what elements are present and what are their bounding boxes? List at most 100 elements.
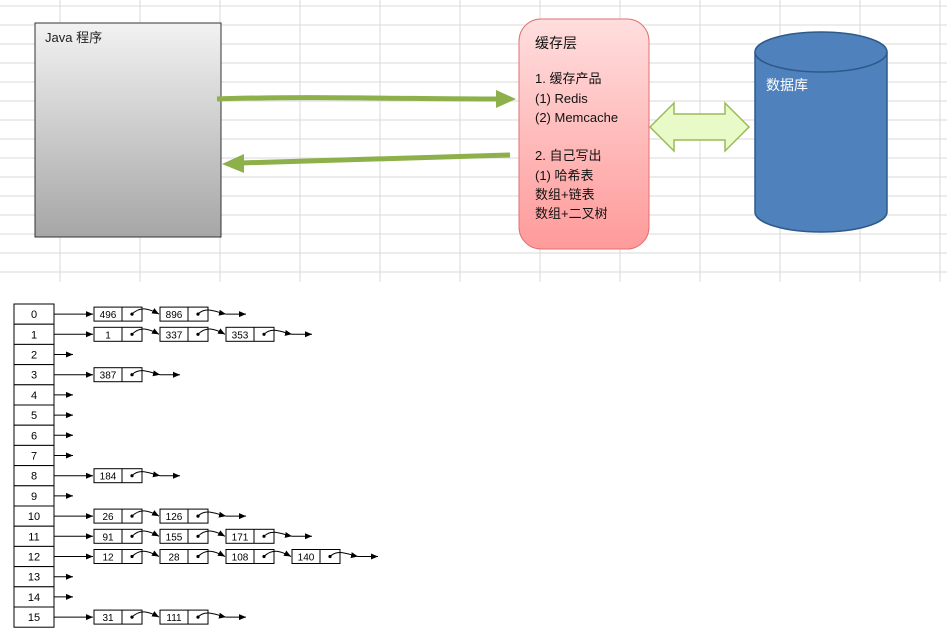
hash-bucket-row: 1 1 337 353 (13, 323, 312, 345)
next-pointer-arrow (131, 611, 160, 618)
linked-list-node: 387 (93, 367, 143, 383)
node-value: 111 (166, 613, 182, 624)
linked-list-node: 171 (225, 528, 275, 544)
hash-bucket-row: 15 31 111 (13, 606, 246, 628)
hash-bucket-row: 11 91 155 171 (13, 525, 312, 547)
node-box (159, 528, 209, 544)
hash-bucket-row: 10 26 126 (13, 505, 246, 527)
java-program-box: Java 程序 (34, 22, 222, 238)
cache-layer-line: 数组+链表 (535, 187, 595, 202)
linked-list-node: 1 (93, 326, 143, 342)
node-box (93, 609, 143, 625)
next-pointer-arrow (197, 530, 226, 537)
next-pointer-arrow (197, 612, 227, 619)
next-pointer-arrow (131, 510, 160, 517)
next-pointer-arrow (131, 328, 160, 335)
node-value: 140 (298, 553, 315, 564)
node-value: 108 (232, 553, 249, 564)
node-value: 171 (232, 532, 249, 543)
next-pointer-arrow (263, 550, 292, 557)
bucket-index: 12 (28, 552, 40, 564)
next-pointer-arrow (329, 551, 359, 559)
linked-list-node: 12 (93, 549, 143, 564)
next-pointer-arrow (131, 530, 160, 537)
request-arrow (216, 95, 499, 102)
node-value: 26 (102, 512, 114, 523)
bucket-index: 11 (28, 531, 39, 543)
bidirectional-arrow (648, 101, 751, 153)
bucket-index: 10 (28, 511, 40, 523)
hash-bucket-row: 13 (13, 566, 73, 588)
node-value: 353 (232, 330, 249, 341)
bucket-index: 5 (31, 410, 37, 422)
node-box (159, 549, 209, 564)
bucket-index: 2 (31, 350, 37, 362)
node-value: 12 (102, 553, 114, 564)
linked-list-node: 337 (159, 326, 209, 342)
cache-layer-line: (1) Redis (535, 91, 588, 106)
node-box (225, 326, 275, 342)
request-arrow-head (496, 90, 516, 108)
hash-bucket-row: 12 12 28 108 140 (13, 545, 378, 568)
linked-list-node: 91 (93, 528, 143, 544)
bucket-index: 14 (28, 592, 40, 604)
hash-bucket-row: 2 (13, 343, 73, 366)
next-pointer-arrow (263, 329, 293, 336)
bucket-index: 1 (31, 329, 37, 341)
node-value: 28 (168, 553, 180, 564)
cache-layer-line: 数组+二叉树 (535, 206, 608, 221)
next-pointer-arrow (197, 328, 226, 335)
next-pointer-arrow (131, 308, 160, 315)
request-response-arrows (216, 90, 516, 173)
linked-list-node: 28 (159, 549, 209, 564)
node-value: 337 (166, 330, 183, 341)
bucket-index: 9 (31, 491, 37, 503)
next-pointer-arrow (131, 471, 161, 478)
node-box (93, 326, 143, 342)
next-pointer-arrow (197, 309, 227, 316)
cache-layer-line: (2) Memcache (535, 110, 618, 125)
node-box (225, 528, 275, 544)
node-value: 896 (166, 310, 183, 321)
hash-bucket-row: 7 (13, 444, 73, 467)
cache-layer-title: 缓存层 (535, 35, 577, 51)
next-pointer-arrow (197, 511, 227, 518)
node-box (93, 367, 143, 383)
linked-list-node: 140 (291, 549, 341, 564)
database-label: 数据库 (766, 77, 808, 93)
node-value: 387 (100, 371, 117, 382)
node-box (93, 528, 143, 544)
next-pointer-arrow (263, 531, 293, 538)
node-value: 31 (102, 613, 114, 624)
linked-list-node: 184 (93, 468, 143, 484)
node-box (93, 549, 143, 564)
node-value: 155 (166, 532, 183, 543)
bucket-index: 15 (28, 612, 40, 624)
node-value: 91 (102, 532, 114, 543)
bucket-index: 4 (31, 390, 37, 402)
response-arrow-head (222, 154, 244, 173)
hash-bucket-row: 5 (13, 404, 73, 426)
cache-layer-line: 2. 自己写出 (535, 148, 601, 163)
bucket-index: 0 (31, 309, 37, 321)
node-box (291, 549, 341, 564)
linked-list-node: 26 (93, 508, 143, 524)
bucket-index: 7 (31, 451, 37, 463)
node-value: 184 (100, 472, 117, 483)
linked-list-node: 126 (159, 508, 209, 524)
linked-list-node: 111 (159, 609, 209, 625)
linked-list-node: 896 (159, 306, 209, 322)
cache-layer-line: (1) 哈希表 (535, 168, 594, 183)
linked-list-node: 31 (93, 609, 143, 625)
linked-list-node: 108 (225, 549, 275, 564)
node-value: 1 (105, 330, 111, 341)
node-box (159, 326, 209, 342)
hash-bucket-row: 9 (13, 485, 73, 507)
